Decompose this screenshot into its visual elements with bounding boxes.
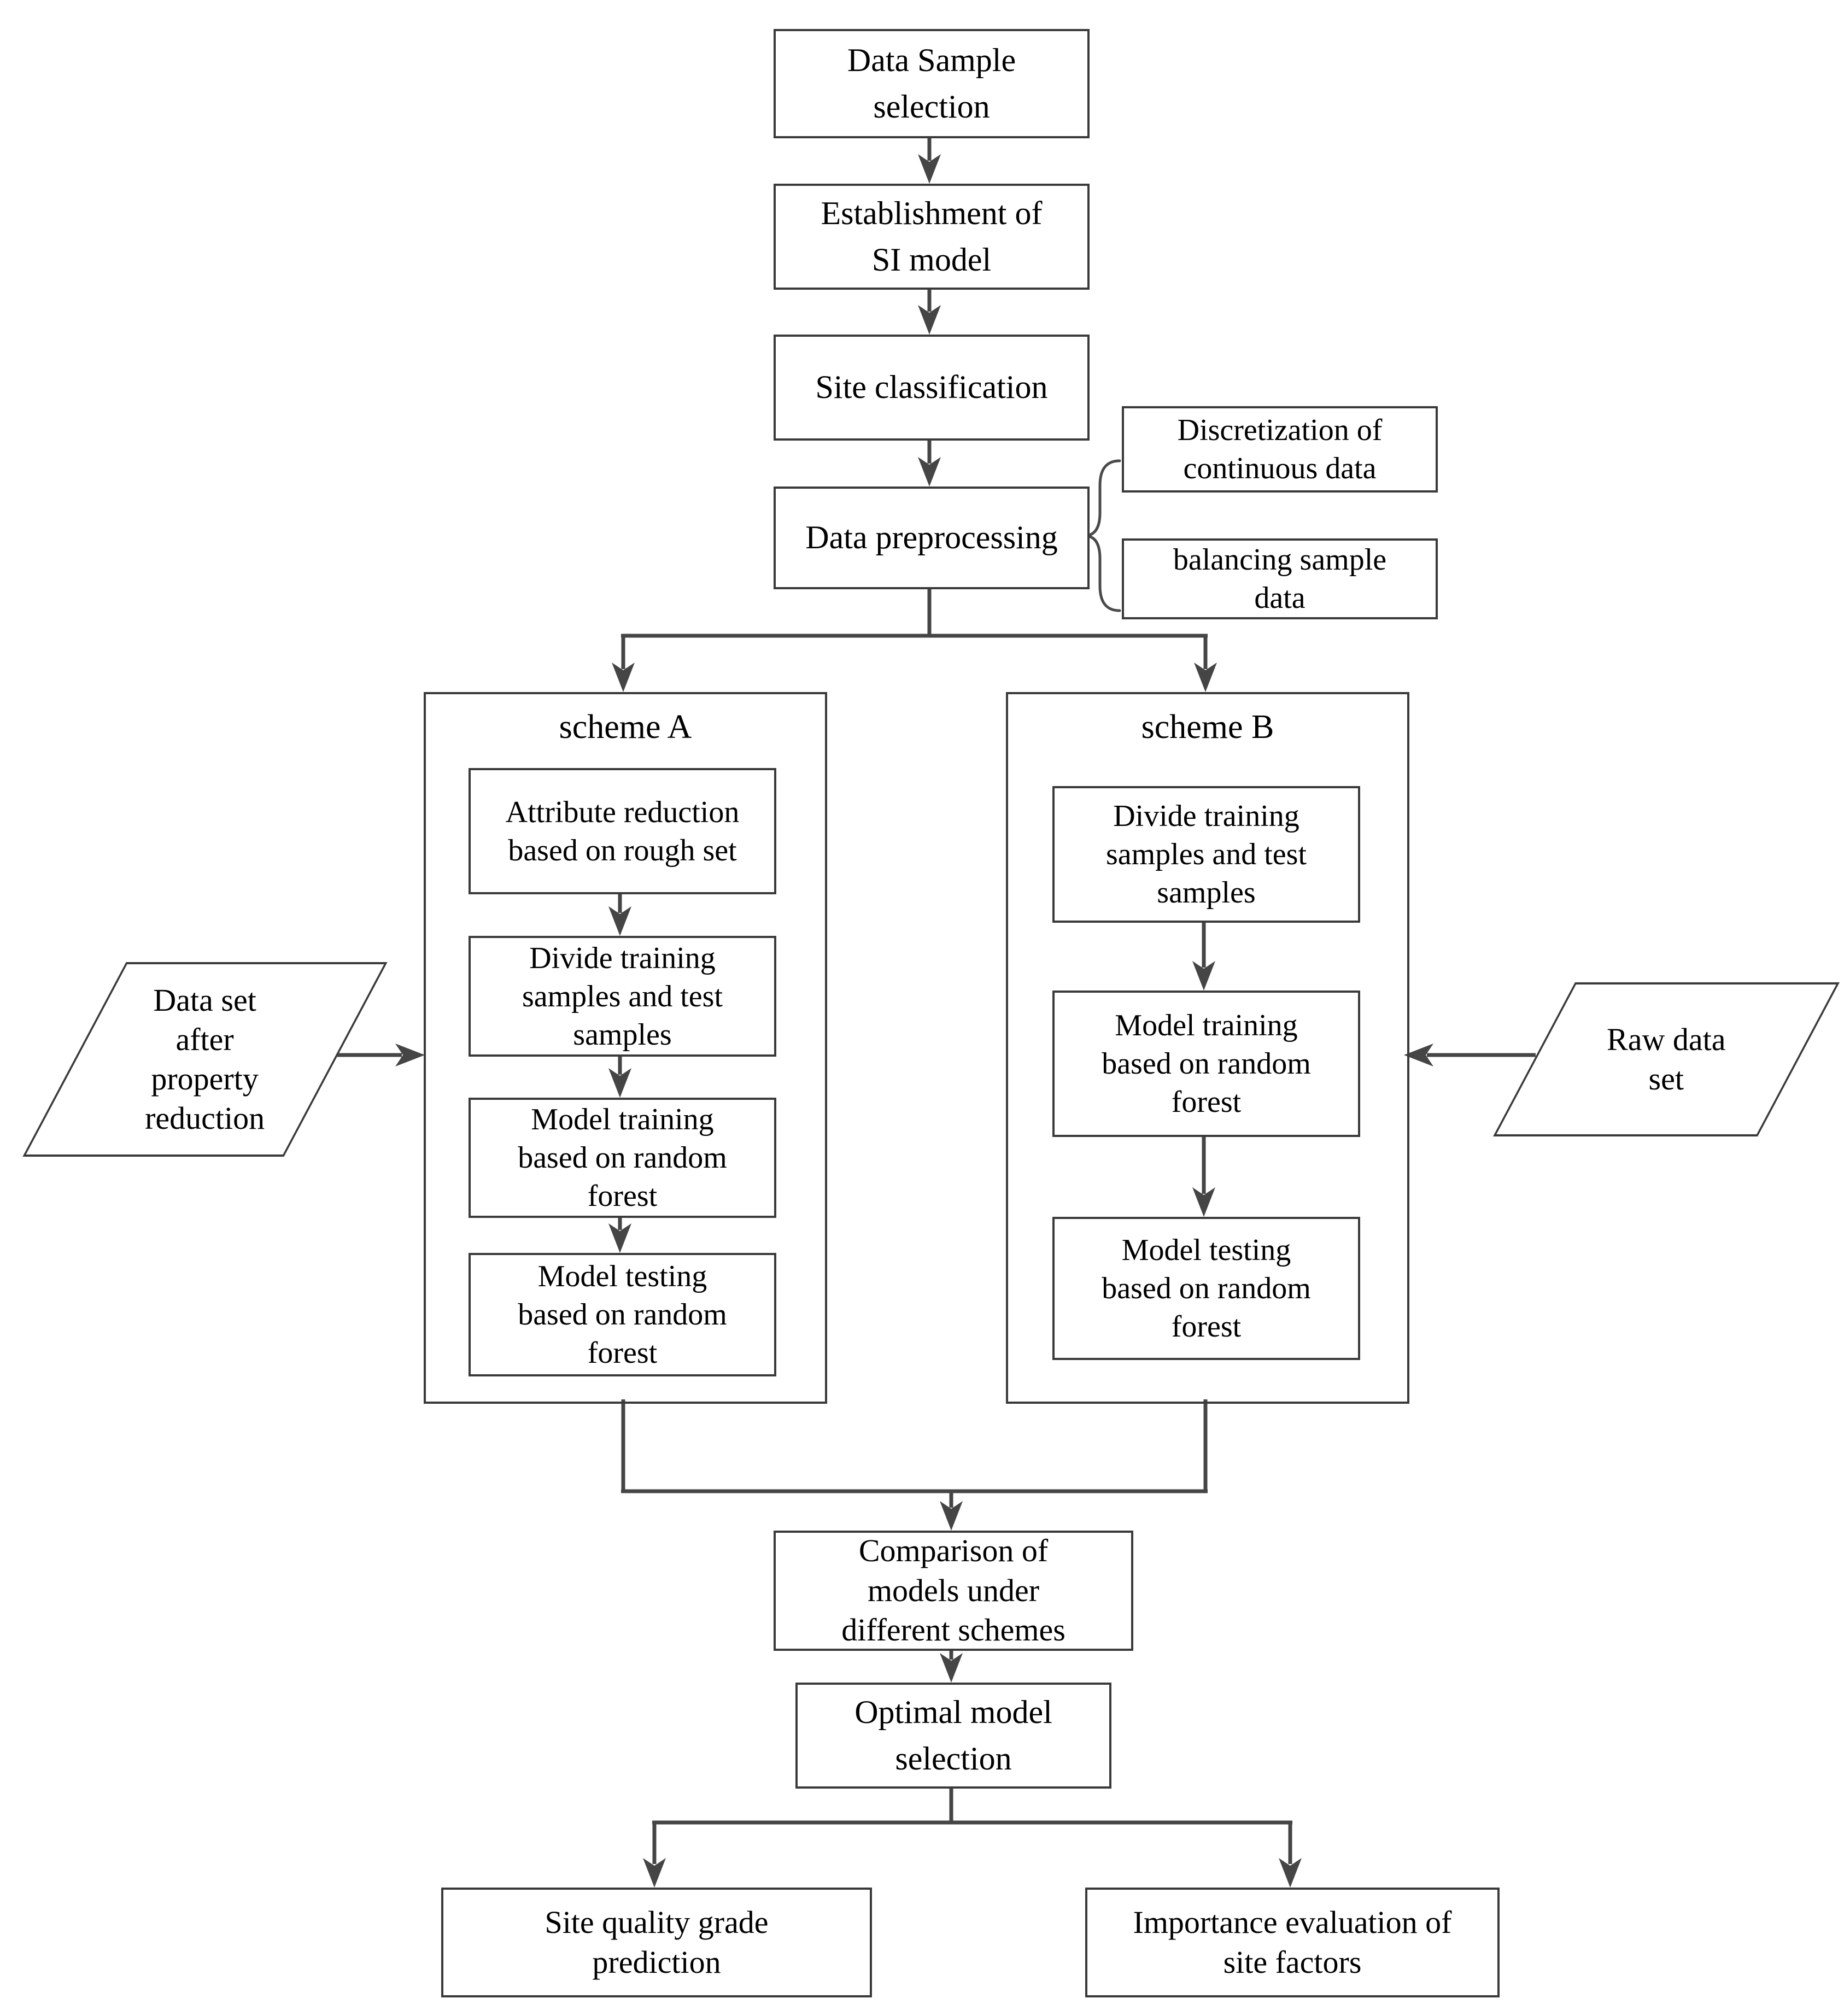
edge-dataset-reduction-to-scheme-a <box>332 1044 425 1066</box>
edge-optimal-split <box>643 1784 1302 1888</box>
raw-data-set-label: Raw data set <box>1607 1022 1726 1097</box>
node-comparison-of-models: Comparison of models under different sch… <box>774 1531 1133 1651</box>
edge-raw-dataset-to-scheme-b <box>1404 1044 1536 1066</box>
container-scheme-a: scheme A <box>424 692 827 1404</box>
edge-establishment-to-site-classification <box>918 285 941 335</box>
node-data-sample-selection: Data Sample selection <box>774 29 1090 138</box>
brace-icon <box>1085 459 1121 612</box>
scheme-b-label: scheme B <box>1141 708 1274 746</box>
node-site-classification: Site classification <box>774 335 1090 441</box>
node-b-model-testing: Model testing based on random forest <box>1052 1217 1360 1360</box>
node-data-preprocessing: Data preprocessing <box>774 487 1090 589</box>
node-a-model-testing: Model testing based on random forest <box>469 1253 776 1376</box>
node-b-model-training: Model training based on random forest <box>1052 991 1360 1137</box>
node-discretization: Discretization of continuous data <box>1122 406 1438 493</box>
edge-b-training-to-testing <box>1192 1133 1215 1217</box>
node-attribute-reduction: Attribute reduction based on rough set <box>469 768 776 894</box>
node-a-divide-samples: Divide training samples and test samples <box>469 936 776 1057</box>
edge-b-divide-to-training <box>1192 918 1215 991</box>
node-site-quality-prediction: Site quality grade prediction <box>441 1888 872 1997</box>
edge-schemes-to-comparison <box>621 1399 1208 1531</box>
edge-preprocessing-branch <box>612 585 1217 692</box>
scheme-a-label: scheme A <box>559 708 692 746</box>
dataset-after-reduction-label: Data set after property reduction <box>145 982 265 1136</box>
edge-site-classification-to-preprocessing <box>918 436 941 487</box>
node-optimal-model-selection: Optimal model selection <box>795 1683 1111 1789</box>
edge-comparison-to-optimal <box>940 1646 963 1683</box>
container-scheme-b: scheme B <box>1006 692 1409 1404</box>
node-balancing-sample-data: balancing sample data <box>1122 538 1438 619</box>
node-a-model-training: Model training based on random forest <box>469 1098 776 1218</box>
node-establishment-si-model: Establishment of SI model <box>774 184 1090 290</box>
node-b-divide-samples: Divide training samples and test samples <box>1052 786 1360 923</box>
node-importance-evaluation: Importance evaluation of site factors <box>1085 1888 1500 1997</box>
edge-data-sample-to-establishment <box>918 134 941 184</box>
